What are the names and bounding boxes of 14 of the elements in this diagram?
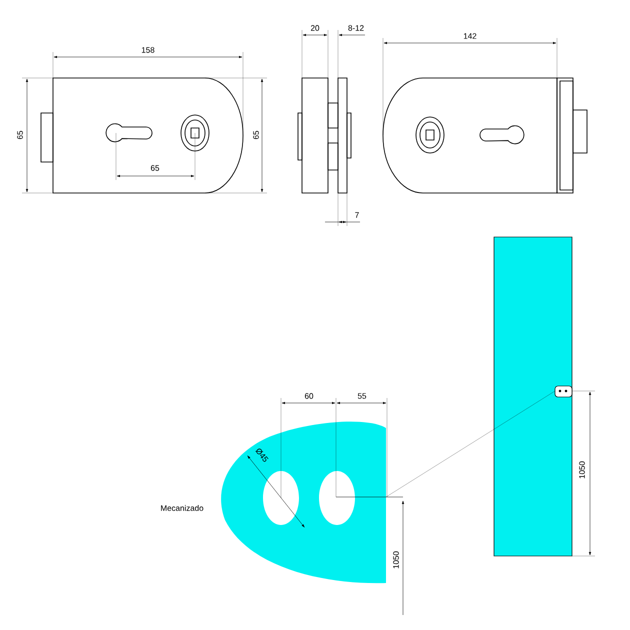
dimension-label: 20 (310, 25, 320, 31)
dimension-label: 7 (355, 212, 359, 218)
dimension-label: 142 (464, 33, 476, 39)
dimension-label: 1050 (393, 551, 399, 568)
dimension-label: Ø45 (255, 448, 268, 462)
dimension-label: 65 (150, 165, 160, 171)
dimension-label: 65 (17, 130, 23, 140)
dimension-label: 60 (304, 393, 314, 399)
dimension-label: 8-12 (348, 25, 364, 31)
dimension-label: 65 (253, 130, 259, 140)
dimension-label: 1050 (579, 461, 585, 478)
dimension-label: 55 (358, 393, 366, 399)
note-label: Mecanizado (161, 505, 204, 511)
dimension-label: 158 (142, 47, 154, 53)
